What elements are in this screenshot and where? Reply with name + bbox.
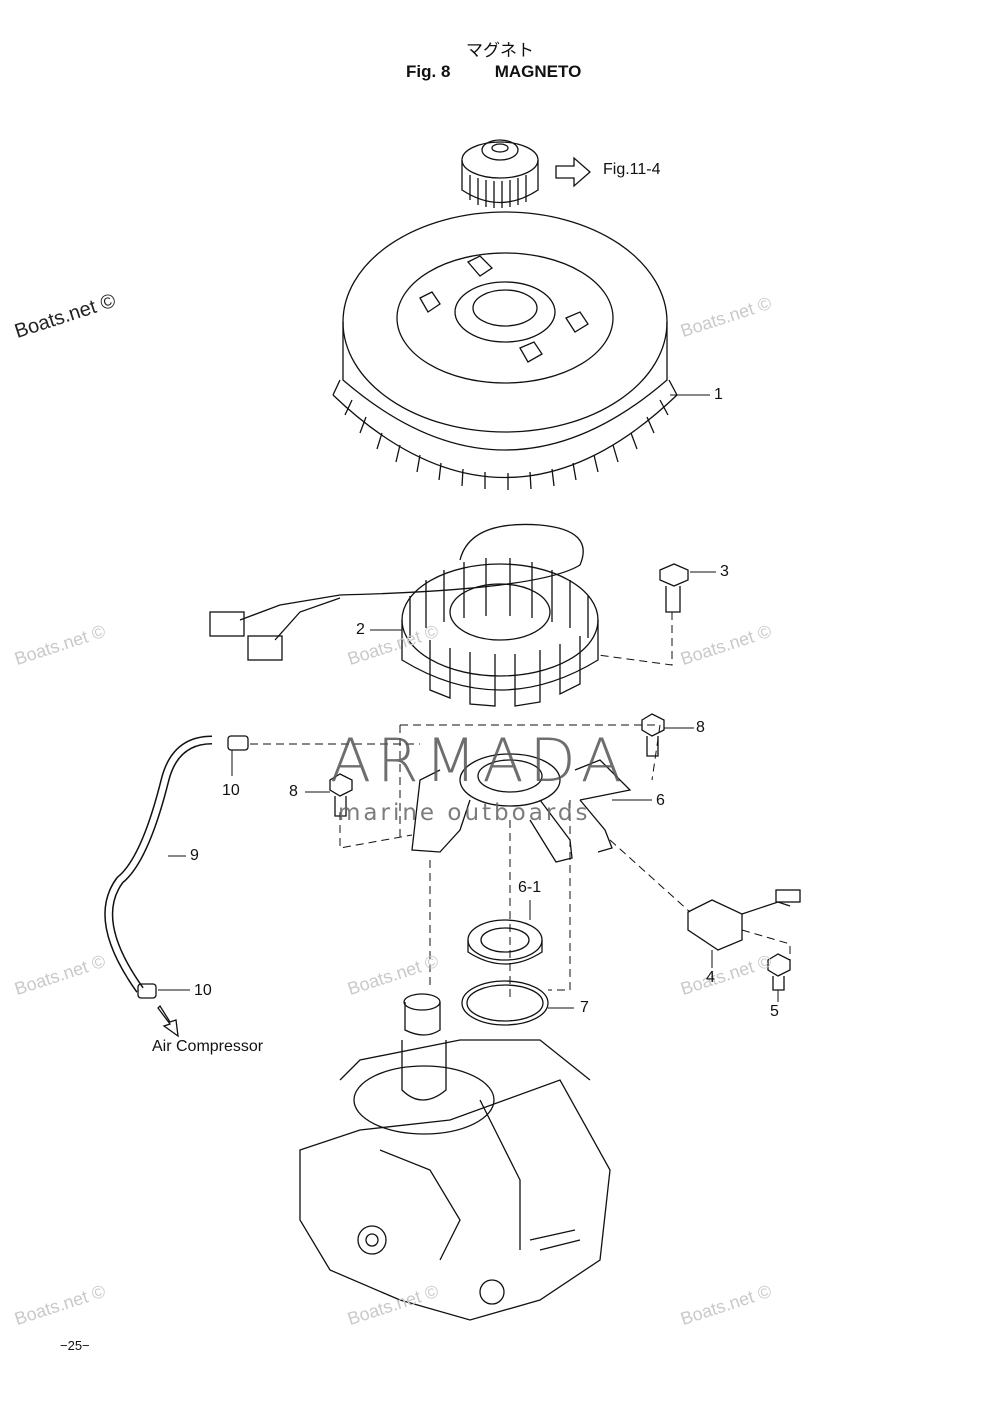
o-ring-part bbox=[461, 980, 549, 1026]
crankcase-part bbox=[299, 993, 611, 1321]
figure-title: MAGNETO bbox=[494, 62, 582, 81]
callout-10-lower: 10 bbox=[194, 982, 212, 999]
callout-4: 4 bbox=[706, 969, 715, 986]
connector-lower bbox=[247, 635, 283, 661]
pulley-gear-part bbox=[461, 139, 539, 208]
callout-5: 5 bbox=[770, 1003, 779, 1020]
watermark-armada-logo: ARMADA bbox=[330, 726, 628, 796]
figure-heading: Fig. 8 MAGNETO bbox=[406, 62, 581, 82]
callout-3: 3 bbox=[720, 563, 729, 580]
air-compressor-label: Air Compressor bbox=[152, 1038, 264, 1055]
stator-part bbox=[401, 558, 599, 707]
assembly-dashed-lines bbox=[250, 612, 791, 1002]
hose-part bbox=[104, 735, 213, 993]
callout-8-right: 8 bbox=[696, 719, 705, 736]
bolt-8-right-part bbox=[641, 713, 665, 757]
air-compressor-arrow-icon bbox=[157, 1004, 179, 1038]
watermark-armada-tagline: marine outboards bbox=[338, 800, 591, 826]
stator-wire-harness bbox=[239, 523, 584, 621]
title-japanese: マグネト bbox=[466, 41, 534, 61]
callout-8-left: 8 bbox=[289, 783, 298, 800]
callout-7: 7 bbox=[580, 999, 589, 1016]
stator-base-part bbox=[411, 753, 632, 863]
fig-ref-arrow-icon bbox=[555, 156, 591, 188]
callout-6-1: 6-1 bbox=[518, 879, 542, 896]
bolt-5-part bbox=[767, 953, 791, 991]
figure-number: Fig. 8 bbox=[406, 62, 451, 81]
callout-9: 9 bbox=[190, 847, 199, 864]
page-number: −25− bbox=[60, 1338, 90, 1353]
hose-clip-lower bbox=[137, 983, 157, 999]
pulser-coil-part bbox=[687, 889, 801, 951]
fig-ref-label: Fig.11-4 bbox=[603, 161, 661, 178]
leader-lines bbox=[158, 394, 779, 1009]
hose-clip-upper bbox=[227, 735, 249, 751]
bolt-3-part bbox=[659, 563, 689, 613]
oil-seal-part bbox=[467, 919, 543, 965]
flywheel-part bbox=[332, 211, 678, 490]
callout-10-upper: 10 bbox=[222, 782, 240, 799]
connector-upper bbox=[209, 611, 245, 637]
callout-2: 2 bbox=[356, 621, 365, 638]
callout-6: 6 bbox=[656, 792, 665, 809]
callout-1: 1 bbox=[714, 386, 723, 403]
